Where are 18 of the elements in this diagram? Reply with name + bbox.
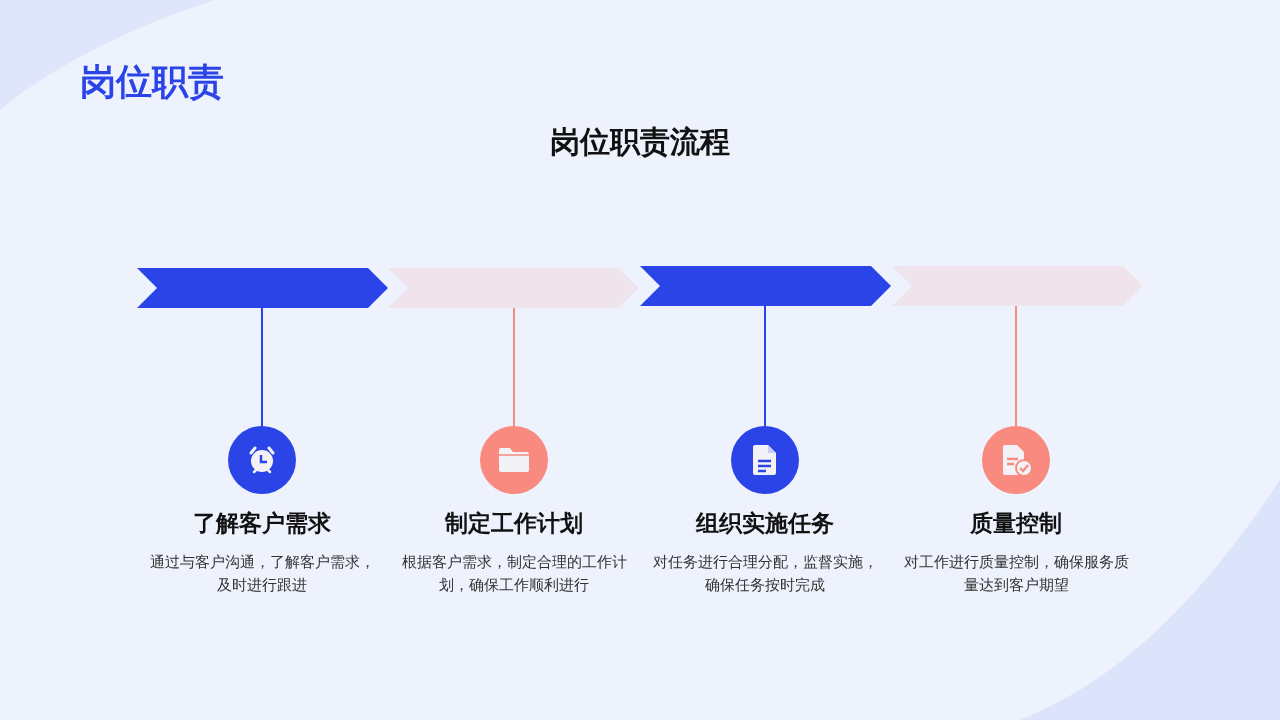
chevron-band bbox=[892, 266, 1143, 306]
heading: 岗位职责流程 bbox=[550, 124, 730, 159]
slide-title: 岗位职责 bbox=[80, 60, 224, 104]
step-heading: 制定工作计划 bbox=[443, 509, 584, 538]
step-description: 通过与客户沟通，了解客户需求，及时进行跟进 bbox=[148, 553, 376, 595]
step-heading: 质量控制 bbox=[969, 509, 1063, 538]
chevron-band bbox=[640, 266, 891, 306]
step-description: 对任务进行合理分配，监督实施，确保任务按时完成 bbox=[651, 553, 879, 595]
chevron-band bbox=[388, 268, 639, 308]
step-heading: 了解客户需求 bbox=[192, 509, 332, 538]
connector-line bbox=[1015, 305, 1017, 427]
step-description: 根据客户需求，制定合理的工作计划，确保工作顺利进行 bbox=[400, 553, 628, 595]
step-description: 对工作进行质量控制，确保服务质量达到客户期望 bbox=[902, 553, 1130, 595]
connector-line bbox=[261, 307, 263, 427]
chevron-band bbox=[137, 268, 388, 308]
step-heading: 组织实施任务 bbox=[695, 509, 835, 538]
connector-line bbox=[513, 307, 515, 427]
connector-line bbox=[764, 305, 766, 427]
